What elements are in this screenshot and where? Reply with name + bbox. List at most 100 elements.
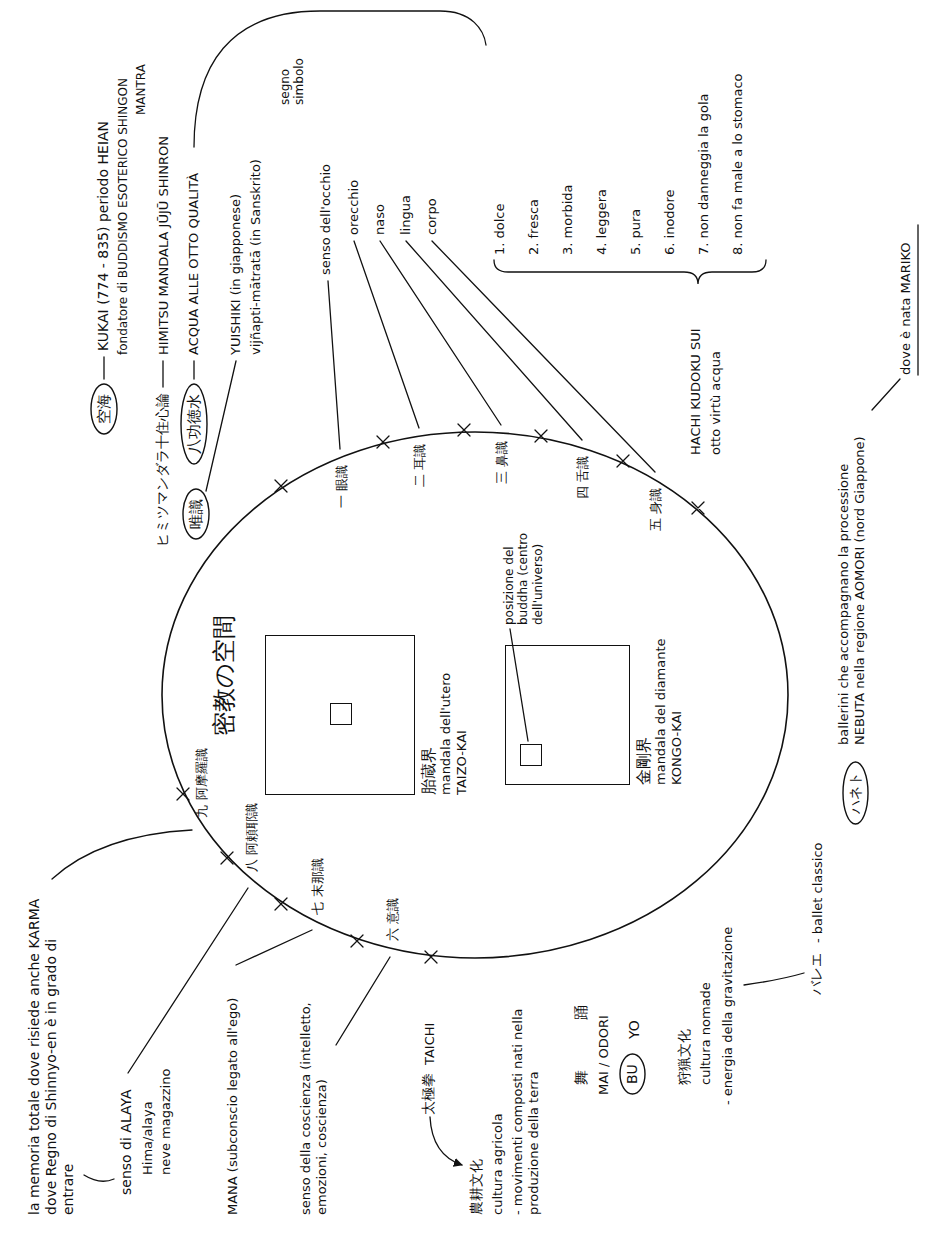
cross-mark <box>692 502 704 514</box>
ring-label: 四 舌識 <box>575 456 591 499</box>
note-text: MAI / ODORI <box>596 1015 612 1095</box>
leader-line <box>236 930 312 965</box>
note-text: 農耕文化 <box>468 1159 485 1215</box>
mandala-square: 胎蔵界mandala dell'uteroTAIZO-KAI <box>265 635 469 795</box>
mandala-title: 密教の空間 <box>210 615 239 736</box>
note-text: fondatore di BUDDISMO ESOTERICO SHINGON <box>116 78 130 355</box>
cross-mark <box>425 951 437 963</box>
note-text: - energia della gravitazione <box>720 927 736 1105</box>
oval-outline-path <box>183 489 209 539</box>
note-text: YUISHIKI (in giapponese) <box>228 194 244 355</box>
ring-label: 一 眼識 <box>334 465 350 508</box>
leader-line <box>336 957 390 1045</box>
ring-label: 七 末那識 <box>310 858 326 914</box>
square-outline <box>265 635 415 795</box>
note-text: ballerini che accompagnano la procession… <box>836 415 867 745</box>
oval-outline-path <box>181 384 207 464</box>
note-text: lingua <box>398 195 414 235</box>
leader-line <box>432 241 655 472</box>
ring-label: 九 阿摩羅識 <box>194 748 210 817</box>
underline <box>917 225 918 375</box>
circle-outline-path <box>162 432 788 958</box>
mandala-name: 胎蔵界 <box>419 635 438 795</box>
circled-text: 空海 <box>95 394 113 424</box>
circled-text: 八功徳水 <box>185 394 203 454</box>
note-text: ヒミツマンダラ十住心論 <box>154 393 171 547</box>
note-text: バレエ <box>808 953 825 995</box>
note-text: 太極拳 <box>420 1073 437 1115</box>
oval-outline-path <box>843 762 868 824</box>
note-text: corpo <box>424 198 440 235</box>
note-text: 7. non danneggia la gola <box>696 93 712 255</box>
note-text: naso <box>372 204 388 235</box>
note-text: 6. inodore <box>662 189 678 255</box>
leader-line <box>354 241 419 428</box>
ring-label: 六 意識 <box>385 898 401 941</box>
note-text: HACHI KUDOKU SUI <box>688 328 704 455</box>
note-text: 1. dolce <box>492 204 508 256</box>
cross-mark <box>221 852 233 864</box>
leader-line <box>328 281 340 449</box>
note-text: HIMITSU MANDALA JŪJŪ SHINRON <box>156 136 172 355</box>
ring-label: 二 耳識 <box>412 444 428 487</box>
note-text: senso dell'occhio <box>318 164 334 275</box>
note-text: cultura nomade <box>698 982 714 1085</box>
leader-line <box>206 361 236 491</box>
mandala-caption: mandala dell'utero <box>438 635 454 795</box>
note-text: segno simbolo <box>278 43 307 105</box>
leader-line <box>52 830 192 879</box>
note-text: MANA (subconscio legato all'ego) <box>225 998 241 1215</box>
note-text: dove è nata MARIKO <box>898 242 914 375</box>
circled-word: 八功徳水 <box>180 383 208 465</box>
note-text: 踊 <box>572 1005 590 1020</box>
note-text: 8. non fa male a lo stomaco <box>730 74 746 256</box>
inner-square <box>520 744 542 766</box>
circle-outline <box>160 430 790 960</box>
note-text: neve magazzino <box>158 1069 174 1175</box>
note-text: 3. morbida <box>560 184 576 255</box>
leader-line <box>744 973 804 985</box>
note-text: 舞 <box>572 1070 590 1085</box>
note-text: la memoria totale dove risiede anche KAR… <box>26 885 76 1215</box>
inner-square <box>330 703 352 725</box>
leader-line <box>84 1175 114 1181</box>
mandala-name: 金剛界 <box>634 638 653 785</box>
mandala-caption: KONGO-KAI <box>669 638 685 785</box>
curved-arrow <box>430 1117 462 1165</box>
note-text: ACQUA ALLE OTTO QUALITÀ <box>186 173 202 355</box>
note-text: otto virtù acqua <box>708 351 724 455</box>
circled-text: ハネト <box>847 772 864 814</box>
square-outline <box>505 645 630 785</box>
dash-line <box>103 357 104 379</box>
mandala-caption: mandala del diamante <box>653 638 669 785</box>
note-text: vijñapti-mātratā (in Sanskrito) <box>248 159 264 355</box>
leader-line <box>380 241 501 425</box>
note-text: - ballet classico <box>810 843 826 943</box>
circled-word: ハネト <box>842 761 869 825</box>
mandala-caption: TAIZO-KAI <box>454 635 470 795</box>
dash-line <box>162 361 163 387</box>
oval-outline-path <box>91 384 117 434</box>
note-text: TAICHI <box>422 1023 438 1065</box>
note-text: - movimenti composti nati nella produzio… <box>510 985 541 1215</box>
note-text: 4. leggera <box>594 189 610 255</box>
mandala-circle: 密教の空間胎蔵界mandala dell'uteroTAIZO-KAI金剛界ma… <box>160 430 790 960</box>
note-text: senso di ALAYA <box>118 1089 135 1195</box>
note-text: orecchio <box>346 180 362 235</box>
ring-label: 八 阿頼耶識 <box>244 803 260 872</box>
circled-word: 唯識 <box>182 488 210 540</box>
note-text: cultura agricola <box>490 1113 506 1215</box>
circled-word: 空海 <box>90 383 118 435</box>
circled-text: 唯識 <box>187 499 205 529</box>
note-text: 2. fresca <box>526 199 542 255</box>
dash-line <box>193 361 194 379</box>
note-text: KUKAI (774 - 835) periodo HEIAN <box>95 121 112 351</box>
curly-bracket <box>494 260 766 284</box>
ring-label: 三 鼻識 <box>494 441 510 484</box>
ring-label: 五 身識 <box>648 488 664 531</box>
oval-outline-path <box>620 1054 645 1094</box>
cross-mark <box>458 424 470 436</box>
note-text: 狩猟文化 <box>676 1029 693 1085</box>
